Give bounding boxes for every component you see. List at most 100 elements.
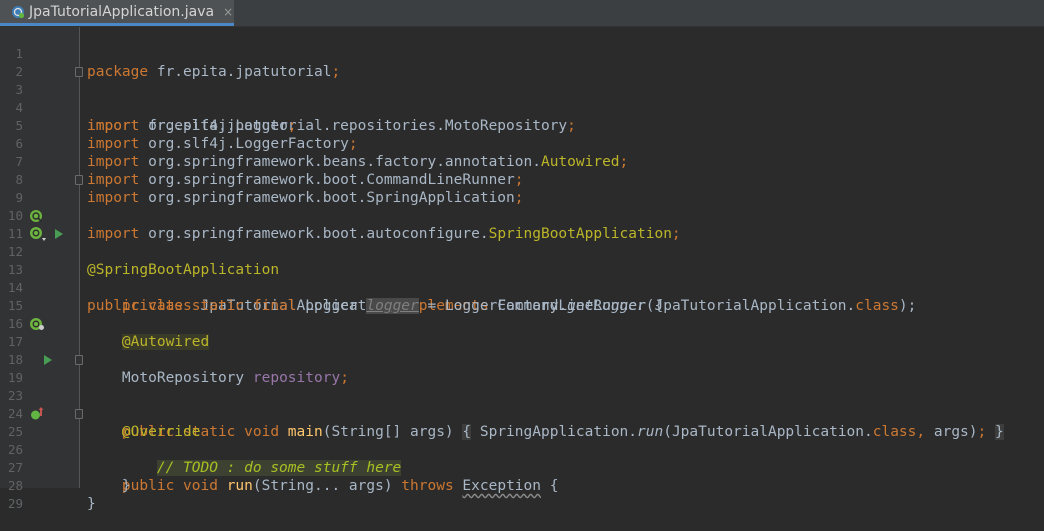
code-line: 8 import org.springframework.boot.Spring… — [0, 153, 1044, 206]
line-number: 13 — [7, 262, 23, 277]
code-token: org.springframework.boot.SpringApplicati… — [139, 190, 515, 206]
code-token: org.springframework.boot.CommandLineRunn… — [139, 172, 515, 188]
code-token: ; — [514, 190, 524, 206]
code-line: 14 private static final Logger logger = … — [0, 261, 1044, 314]
run-icon[interactable] — [54, 228, 64, 240]
run-icon[interactable] — [43, 354, 53, 366]
code-token: ; — [977, 424, 987, 440]
autowired-icon[interactable] — [29, 317, 45, 331]
line-number: 27 — [7, 460, 23, 475]
code-line: 2 — [0, 45, 1044, 79]
close-tab-icon[interactable]: × — [223, 4, 234, 19]
code-line: 27 } — [0, 441, 1044, 494]
code-line: 18 — [0, 333, 1044, 367]
code-token: org.springframework.boot.autoconfigure. — [139, 226, 489, 242]
code-line: 19 public static void main(String[] args… — [0, 351, 1044, 440]
code-line: 29 — [0, 477, 1044, 511]
code-token: JpaTutorialApplication — [191, 298, 402, 314]
code-token: import — [87, 118, 140, 134]
line-number: 5 — [15, 118, 23, 133]
code-token: ; — [287, 118, 297, 134]
code-token: ); — [898, 298, 917, 314]
line-number: 3 — [15, 82, 23, 97]
code-token: private static final — [121, 298, 297, 314]
code-token: ; — [567, 118, 576, 134]
code-token: import — [87, 190, 140, 206]
line-number: 19 — [7, 370, 23, 385]
code-token: org.slf4j.LoggerFactory — [139, 136, 349, 152]
fold-marker-icon[interactable] — [75, 355, 83, 365]
code-token: @Autowired — [121, 334, 210, 350]
fold-marker-icon[interactable] — [75, 175, 83, 185]
line-number: 8 — [15, 172, 23, 187]
tab-filename: JpaTutorialApplication.java — [29, 3, 215, 20]
code-line: 16 @Autowired — [0, 297, 1044, 350]
code-line: 3 import fr.epita.jpatutorial.repositori… — [0, 63, 1044, 134]
line-number: 2 — [15, 64, 23, 79]
code-token: getLogger — [567, 298, 646, 314]
code-token: run — [637, 424, 664, 440]
line-number: 16 — [7, 316, 23, 331]
code-token: fr.epita.jpatutorial — [148, 64, 332, 80]
code-line: 4 import org.slf4j.Logger; — [0, 81, 1044, 134]
code-token: MotoRepository — [87, 370, 253, 386]
fold-marker-icon[interactable] — [75, 67, 83, 77]
code-line: 10 — [0, 189, 1044, 223]
line-number: 26 — [7, 442, 23, 457]
code-token: fr.epita.jpatutorial.repositories.MotoRe… — [139, 118, 568, 134]
code-token: import — [87, 154, 140, 170]
code-line: 6 import org.springframework.beans.facto… — [0, 117, 1044, 170]
line-number: 29 — [7, 496, 23, 511]
code-token: import — [87, 136, 140, 152]
code-line: 26 // TODO : do some stuff here — [0, 423, 1044, 476]
code-token: class — [855, 298, 899, 314]
code-token: SpringBootApplication — [488, 226, 672, 242]
line-number: 1 — [15, 46, 23, 61]
line-number: 25 — [7, 424, 23, 439]
code-token: import — [87, 118, 140, 134]
code-token: import — [87, 226, 140, 242]
code-token: args) — [933, 424, 978, 440]
fold-marker-icon[interactable] — [75, 409, 83, 419]
tab-jpatutorialapplication[interactable]: JpaTutorialApplication.java × — [0, 0, 234, 26]
code-token: @Override — [121, 424, 201, 440]
code-editor[interactable]: 1 package fr.epita.jpatutorial; 2 3 impo… — [0, 27, 1044, 512]
folded-region-close[interactable]: } — [994, 424, 1004, 440]
code-token: class — [872, 424, 917, 440]
spring-bean-icon[interactable] — [29, 209, 43, 223]
code-line: 5 import org.slf4j.LoggerFactory; — [0, 99, 1044, 152]
line-number: 24 — [7, 406, 23, 421]
code-line: 24 @Override — [0, 387, 1044, 440]
code-token: (JpaTutorialApplication. — [663, 424, 873, 440]
code-token: } — [87, 478, 131, 494]
line-number: 6 — [15, 136, 23, 151]
code-token: ; — [340, 370, 349, 386]
line-number: 17 — [7, 334, 23, 349]
code-line: 15 — [0, 279, 1044, 313]
code-line: 17 MotoRepository repository; — [0, 315, 1044, 386]
code-token: ; — [348, 136, 358, 152]
code-token: = LoggerFactory. — [418, 298, 568, 314]
code-token: { — [541, 478, 559, 494]
line-number: 11 — [7, 226, 23, 241]
line-number: 7 — [15, 154, 23, 169]
code-token: ; — [514, 172, 524, 188]
code-token: main — [287, 424, 323, 440]
code-line: 23 — [0, 369, 1044, 403]
todo-comment: // TODO : do some stuff here — [156, 460, 402, 476]
code-token: CommandLineRunner { — [488, 298, 664, 314]
editor-tab-bar: JpaTutorialApplication.java × — [0, 0, 1044, 27]
folded-region-open[interactable]: { — [462, 424, 472, 440]
code-token: , — [916, 424, 934, 440]
code-token: Autowired — [540, 154, 620, 170]
java-class-file-icon — [12, 5, 25, 18]
code-line: 12 public class JpaTutorialApplication i… — [0, 225, 1044, 314]
code-token: (String[] args) — [322, 424, 463, 440]
line-number: 14 — [7, 280, 23, 295]
override-icon[interactable] — [30, 407, 44, 421]
spring-bean-icon[interactable] — [29, 226, 47, 242]
code-token: Logger — [296, 298, 367, 314]
code-token: repository — [252, 370, 341, 386]
code-line: 13 — [0, 243, 1044, 277]
line-number: 12 — [7, 244, 23, 259]
